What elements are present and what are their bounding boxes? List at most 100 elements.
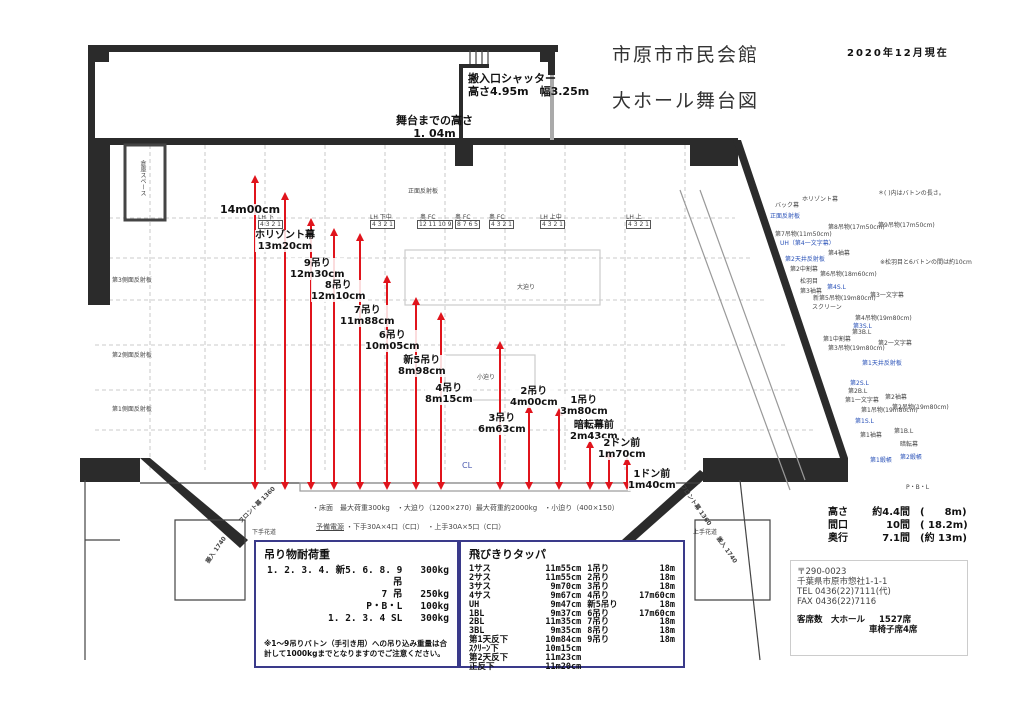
fax: FAX 0436(22)7116: [797, 597, 877, 607]
legend-note-2: ※松羽目と6バトンの間は約10cm: [880, 259, 972, 266]
front-reflector-label: 正面反射板: [408, 188, 439, 195]
height-label-name: 6吊り: [378, 330, 406, 341]
height-label-name: 7吊り: [353, 305, 381, 316]
arrow-head: [251, 175, 259, 183]
height-label-value: 12m30cm: [290, 269, 345, 280]
legend-item: 第2B.L: [848, 388, 868, 395]
fc-label: 8 7 6 5: [455, 220, 480, 229]
fc-label: LH 下中: [370, 214, 392, 221]
row-item: 9吊り: [587, 635, 610, 646]
row-value: 18m: [659, 564, 675, 574]
legend-item: 第1吊物(19m80cm): [861, 407, 918, 414]
height-label-name: 9吊り: [303, 258, 331, 269]
table-row: 1サス 11m55cm: [469, 565, 581, 574]
row-item: 1吊り: [587, 564, 610, 574]
stage-right-area: 下手花道: [252, 529, 277, 536]
row-item: 新5吊り: [587, 599, 618, 610]
center-line-label: CL: [462, 461, 473, 470]
fc-label: 4 3 2 1: [370, 220, 395, 229]
arrow-head: [586, 440, 594, 448]
height-label-value: 11m88cm: [340, 316, 395, 327]
row-item: 正反下: [469, 661, 495, 672]
side-reflector-3: 第3側面反射板: [112, 277, 152, 284]
legend-item: 松羽目: [800, 278, 819, 285]
fc-label: 奥 FC: [455, 214, 471, 221]
legend-item: 第1中割幕: [823, 336, 851, 343]
tel: TEL 0436(22)7111(代): [797, 587, 891, 597]
arrow-head: [307, 482, 315, 490]
legend-item: 第3吊物(19m80cm): [828, 345, 885, 352]
arrow-head: [525, 405, 533, 413]
arrow-head: [555, 482, 563, 490]
arrow-head: [586, 482, 594, 490]
row-value: 18m: [659, 626, 675, 637]
row-item: 2サス: [469, 572, 491, 583]
legend-item: 第2一文字幕: [878, 340, 912, 347]
legend-item: 第6吊物(18m60cm): [820, 271, 877, 278]
height-label-value: 1m40cm: [628, 480, 676, 491]
floor-load-note: ・床面 最大荷重300kg ・大迫り（1200×270）最大荷重約2000kg …: [312, 504, 619, 512]
height-label-value: 1m70cm: [598, 449, 646, 460]
fc-label: LH 上: [626, 214, 642, 221]
fc-label: 奥 FC: [420, 214, 436, 221]
row-value: 17m60cm: [639, 608, 675, 619]
shutter-info: 搬入口シャッター 高さ4.95m 幅3.25m: [468, 72, 589, 98]
height-label-value: 8m15cm: [425, 394, 473, 405]
height-label-value: 6m63cm: [478, 424, 526, 435]
venue-title: 市原市市民会館: [612, 44, 760, 66]
fc-label: 4 3 2 1: [626, 220, 651, 229]
height-label-name: 1ドン前: [633, 469, 671, 480]
side-reflector-1: 第1側面反射板: [112, 406, 152, 413]
row-item: UH: [469, 599, 480, 610]
power-label: 予備電源: [316, 523, 344, 531]
legend-item: 暗転幕: [900, 441, 919, 448]
address: 千葉県市原市惣社1-1-1: [797, 577, 888, 587]
seats-label: 客席数 大ホール: [797, 615, 866, 625]
legend-item: 第4吊物(19m80cm): [855, 315, 912, 322]
big-lift-label: 大迫り: [517, 284, 536, 291]
small-lift-label: 小迫り: [477, 374, 496, 381]
height-label-value: 14m00cm: [220, 203, 281, 216]
row-item: 4吊り: [587, 590, 610, 601]
legend-item: 第4S.L: [827, 284, 846, 291]
fc-label: LH 下: [258, 214, 274, 221]
side-reflector-2: 第2側面反射板: [112, 352, 152, 359]
legend-item: 第2袖幕: [885, 394, 907, 401]
legend-item: 第4袖幕: [828, 250, 850, 257]
address-box: 〒290-0023 千葉県市原市惣社1-1-1 TEL 0436(22)7111…: [790, 560, 968, 656]
height-label-value: 8m98cm: [398, 366, 446, 377]
legend-note-1: ＊( )内はバトンの長さ。: [878, 190, 945, 197]
fc-label: LH 上中: [540, 214, 562, 221]
row-value: 11m23cm: [545, 653, 582, 664]
row-value: 18m: [659, 581, 675, 592]
height-label-value: 10m05cm: [365, 341, 420, 352]
arrow-head: [251, 482, 259, 490]
legend-item: P・B・L: [906, 484, 930, 491]
legend-item: 第9吊物(17m50cm): [878, 222, 935, 229]
row-item: P・B・L: [366, 601, 403, 612]
row-value: 11m55cm: [545, 564, 582, 574]
row-item: 3BL: [469, 626, 485, 637]
wheelchair-seats: 車椅子席4席: [869, 625, 918, 635]
row-item: 3吊り: [587, 581, 610, 592]
zip: 〒290-0023: [797, 567, 847, 577]
row-item: 2吊り: [587, 572, 610, 583]
load-note: ※1～9吊りバトン（手引き用）への吊り込み重量は合計して1000kgまでとなりま…: [264, 639, 447, 658]
row-item: 1サス: [469, 564, 491, 574]
